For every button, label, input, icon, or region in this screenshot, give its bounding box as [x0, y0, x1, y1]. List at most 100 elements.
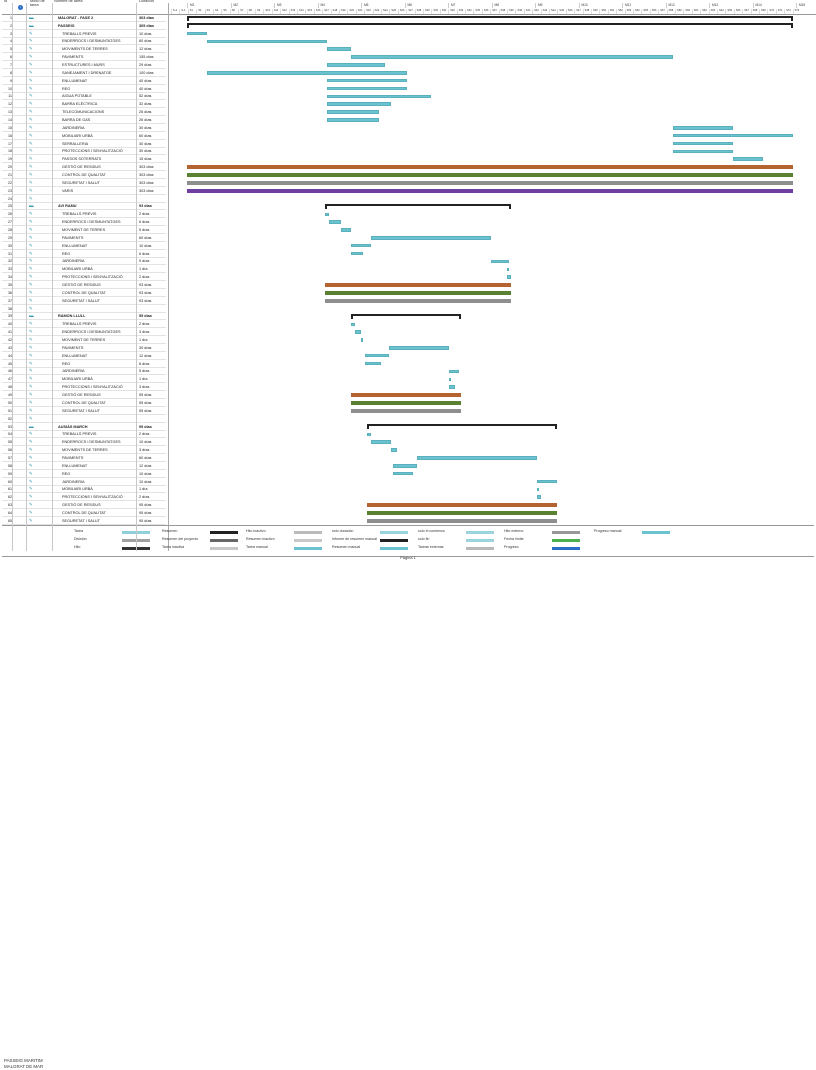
task-bar[interactable]	[367, 511, 557, 515]
summary-bar[interactable]	[325, 204, 511, 210]
task-bar[interactable]	[507, 275, 511, 279]
task-bar[interactable]	[351, 251, 363, 256]
table-row[interactable]: 52✎	[2, 415, 166, 423]
task-bar[interactable]	[187, 31, 207, 36]
task-bar[interactable]	[537, 495, 541, 499]
task-bar[interactable]	[393, 464, 417, 468]
task-bar[interactable]	[187, 173, 793, 177]
task-bar[interactable]	[327, 94, 431, 99]
task-bar[interactable]	[327, 102, 391, 106]
task-bar[interactable]	[673, 126, 733, 130]
task-bar[interactable]	[327, 118, 379, 122]
task-bar[interactable]	[673, 149, 733, 154]
task-bar[interactable]	[361, 338, 363, 342]
task-bar[interactable]	[329, 220, 341, 224]
task-bar[interactable]	[207, 71, 407, 75]
task-bar[interactable]	[507, 267, 509, 272]
task-bar[interactable]	[351, 243, 371, 248]
summary-bar[interactable]	[187, 15, 793, 21]
task-bar[interactable]	[351, 401, 461, 405]
task-bar[interactable]	[327, 63, 385, 67]
task-bar[interactable]	[449, 377, 451, 382]
task-bar[interactable]	[341, 228, 351, 232]
task-bar[interactable]	[325, 283, 511, 287]
task-bar[interactable]	[365, 361, 381, 366]
task-bar[interactable]	[393, 471, 413, 476]
task-bar[interactable]	[449, 385, 455, 389]
task-bar[interactable]	[327, 78, 407, 83]
task-bar[interactable]	[367, 432, 371, 437]
table-row[interactable]: 38✎	[2, 305, 166, 313]
task-bar[interactable]	[391, 448, 397, 452]
task-bar[interactable]	[187, 165, 793, 169]
task-bar[interactable]	[325, 298, 511, 303]
task-bar[interactable]	[355, 330, 361, 334]
task-bar[interactable]	[417, 456, 537, 460]
task-bar[interactable]	[365, 353, 389, 358]
task-bar[interactable]	[371, 440, 391, 444]
table-row[interactable]: 24✎	[2, 195, 166, 203]
task-bar[interactable]	[491, 259, 509, 264]
task-bar[interactable]	[351, 322, 355, 327]
col-name[interactable]: Nombre de tarea	[54, 0, 83, 3]
task-bar[interactable]	[325, 291, 511, 295]
task-bar[interactable]	[187, 181, 793, 185]
task-bar[interactable]	[371, 236, 491, 240]
task-bar[interactable]	[389, 346, 449, 350]
task-bar[interactable]	[367, 519, 557, 523]
task-bar[interactable]	[449, 369, 459, 374]
task-bar[interactable]	[673, 141, 733, 146]
task-bar[interactable]	[733, 157, 763, 161]
task-bar[interactable]	[207, 39, 327, 44]
task-bar[interactable]	[673, 133, 793, 138]
task-bar[interactable]	[537, 487, 539, 492]
